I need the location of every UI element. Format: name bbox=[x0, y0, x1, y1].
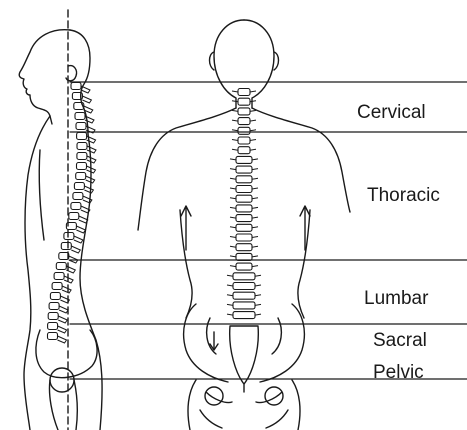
back-vertebra bbox=[236, 156, 252, 163]
back-transverse-process bbox=[227, 295, 261, 296]
back-transverse-process bbox=[230, 169, 258, 170]
side-spinous-process bbox=[84, 186, 93, 193]
back-vertebra bbox=[236, 224, 252, 231]
back-vertebra bbox=[236, 195, 252, 202]
side-spinous-process bbox=[58, 326, 67, 333]
back-transverse-process bbox=[230, 266, 258, 267]
back-vertebra bbox=[236, 186, 252, 193]
side-vertebra bbox=[56, 263, 66, 270]
back-transverse-process bbox=[227, 285, 261, 286]
side-vertebra bbox=[48, 313, 58, 320]
back-vertebra bbox=[236, 176, 252, 183]
back-transverse-process bbox=[232, 101, 256, 102]
side-spinous-process bbox=[79, 216, 88, 223]
back-transverse-process bbox=[227, 275, 261, 276]
back-vertebra bbox=[233, 312, 255, 319]
back-vertebra bbox=[238, 127, 250, 134]
side-vertebra bbox=[54, 273, 64, 280]
back-transverse-process bbox=[230, 198, 258, 199]
back-vertebra bbox=[238, 89, 250, 96]
back-vertebra bbox=[238, 108, 250, 115]
side-spinous-process bbox=[86, 176, 95, 183]
side-vertebra bbox=[73, 193, 83, 200]
label-thoracic: Thoracic bbox=[367, 186, 440, 205]
side-vertebra bbox=[77, 143, 87, 150]
side-spinous-process bbox=[58, 336, 67, 343]
back-vertebra bbox=[233, 283, 255, 290]
side-spinous-process bbox=[58, 316, 67, 323]
side-spinous-process bbox=[71, 246, 80, 253]
back-vertebra bbox=[236, 166, 252, 173]
side-vertebra bbox=[76, 173, 86, 180]
back-transverse-process bbox=[232, 140, 256, 141]
side-spinous-process bbox=[74, 236, 83, 243]
back-transverse-process bbox=[232, 120, 256, 121]
back-vertebra bbox=[238, 147, 250, 154]
side-vertebra bbox=[74, 183, 84, 190]
back-spine-vertebrae bbox=[227, 89, 261, 319]
side-spinous-process bbox=[82, 96, 91, 103]
side-vertebra bbox=[71, 83, 81, 90]
side-vertebra bbox=[52, 283, 62, 290]
back-transverse-process bbox=[230, 207, 258, 208]
side-vertebra bbox=[64, 233, 74, 240]
back-vertebra bbox=[233, 292, 255, 299]
back-transverse-process bbox=[232, 149, 256, 150]
side-vertebra bbox=[75, 113, 85, 120]
label-pelvic: Pelvic bbox=[373, 363, 424, 382]
label-lumbar: Lumbar bbox=[364, 289, 428, 308]
back-vertebra bbox=[236, 244, 252, 251]
label-cervical: Cervical bbox=[357, 103, 426, 122]
back-vertebra bbox=[238, 118, 250, 125]
back-vertebra bbox=[236, 253, 252, 260]
back-transverse-process bbox=[232, 110, 256, 111]
side-spinous-process bbox=[59, 306, 68, 313]
side-vertebra bbox=[49, 303, 59, 310]
back-transverse-process bbox=[230, 188, 258, 189]
side-vertebra bbox=[77, 163, 87, 170]
side-vertebra bbox=[69, 213, 79, 220]
side-vertebra bbox=[48, 333, 58, 340]
side-spinous-process bbox=[81, 86, 90, 93]
back-transverse-process bbox=[230, 217, 258, 218]
side-vertebra bbox=[48, 323, 58, 330]
back-transverse-process bbox=[227, 304, 261, 305]
back-transverse-process bbox=[232, 91, 256, 92]
side-vertebra bbox=[71, 203, 81, 210]
back-vertebra bbox=[238, 98, 250, 105]
side-spinous-process bbox=[76, 226, 85, 233]
back-vertebra bbox=[236, 263, 252, 270]
back-vertebra bbox=[233, 302, 255, 309]
side-vertebra bbox=[61, 243, 71, 250]
side-vertebra bbox=[77, 153, 87, 160]
back-transverse-process bbox=[232, 130, 256, 131]
back-transverse-process bbox=[230, 256, 258, 257]
back-transverse-process bbox=[230, 237, 258, 238]
side-spinous-process bbox=[87, 136, 96, 143]
back-transverse-process bbox=[230, 227, 258, 228]
back-vertebra bbox=[236, 205, 252, 212]
side-vertebra bbox=[76, 123, 86, 130]
side-spinous-process bbox=[62, 286, 71, 293]
back-transverse-process bbox=[230, 246, 258, 247]
side-view-figure bbox=[19, 10, 102, 430]
back-transverse-process bbox=[230, 159, 258, 160]
side-vertebra bbox=[50, 293, 60, 300]
label-sacral: Sacral bbox=[373, 331, 427, 350]
side-vertebra bbox=[77, 133, 87, 140]
back-vertebra bbox=[236, 215, 252, 222]
back-transverse-process bbox=[227, 314, 261, 315]
side-spinous-process bbox=[87, 146, 96, 153]
back-transverse-process bbox=[230, 178, 258, 179]
back-vertebra bbox=[236, 234, 252, 241]
back-vertebra bbox=[233, 273, 255, 280]
back-vertebra bbox=[238, 137, 250, 144]
